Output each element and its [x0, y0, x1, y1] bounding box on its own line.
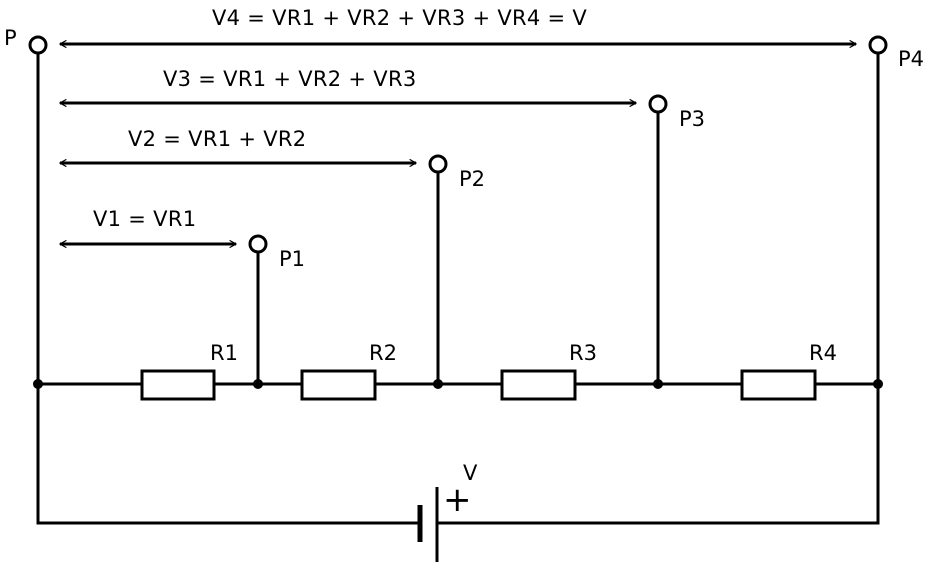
terminal-p1: [248, 234, 268, 254]
label-p1: P1: [279, 247, 305, 271]
equation-v4: V4 = VR1 + VR2 + VR3 + VR4 = V: [212, 6, 587, 30]
right-wire: [437, 53, 880, 525]
terminal-p4: [868, 35, 888, 55]
resistor-r3: [500, 369, 577, 401]
terminal-p2: [428, 154, 448, 174]
label-r4: R4: [809, 341, 837, 365]
junction-dot: [33, 379, 43, 389]
label-r3: R3: [569, 341, 597, 365]
resistor-r2: [300, 369, 377, 401]
label-p4: P4: [898, 47, 924, 71]
resistor-r4: [740, 369, 817, 401]
terminal-p3: [648, 94, 668, 114]
junction-dot: [253, 379, 263, 389]
battery-symbol: [417, 487, 439, 562]
battery-plus-sign: +: [443, 480, 472, 520]
equation-v3: V3 = VR1 + VR2 + VR3: [163, 67, 417, 91]
label-r1: R1: [210, 341, 238, 365]
junction-dot: [873, 379, 883, 389]
label-v: V: [463, 461, 478, 485]
label-p3: P3: [679, 107, 705, 131]
label-p: P: [4, 26, 17, 50]
terminal-p: [28, 35, 48, 55]
junction-dot: [653, 379, 663, 389]
circuit-wires: [36, 53, 880, 525]
left-wire: [36, 53, 420, 525]
resistor-r1: [140, 369, 216, 401]
equation-v1: V1 = VR1: [93, 207, 196, 231]
label-r2: R2: [369, 341, 397, 365]
junction-dot: [433, 379, 443, 389]
equation-v2: V2 = VR1 + VR2: [128, 127, 306, 151]
label-p2: P2: [459, 167, 485, 191]
